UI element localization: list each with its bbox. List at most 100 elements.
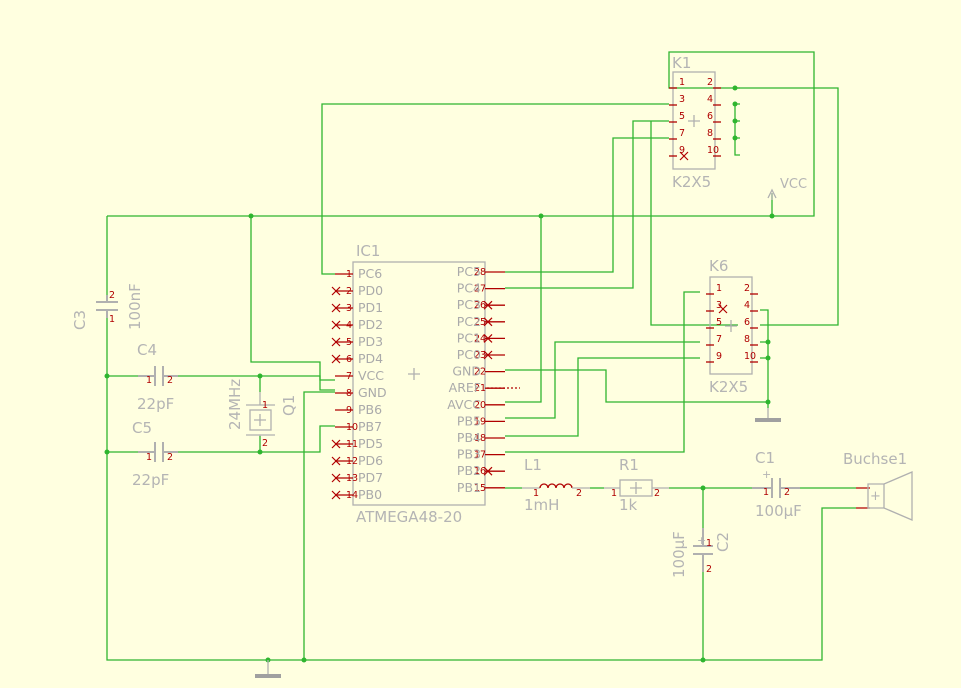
ic1-pin-name: PB0 [358, 487, 382, 502]
r1-name: R1 [619, 456, 639, 474]
q1-body [249, 409, 272, 431]
ic1-pin-name: GND [452, 364, 481, 379]
connector-pin-number: 6 [744, 317, 750, 328]
no-connect-mark [331, 456, 341, 466]
capacitor-c2: + 1 2 100µF C2 [670, 528, 732, 578]
no-connect-mark [331, 473, 341, 483]
resistor-r1: 1 2 R1 1k [604, 456, 669, 514]
c2-name: C2 [714, 532, 732, 552]
capacitor-c1: + 1 2 C1 100µF [752, 449, 802, 520]
junction-dot [765, 355, 771, 361]
c3-pin1: 1 [109, 314, 115, 325]
junction-dot [700, 657, 706, 663]
c5-pin2: 2 [167, 452, 173, 463]
ic1-pin-number: 20 [474, 400, 486, 411]
c1-plates [752, 478, 800, 498]
c3-name: C3 [71, 310, 89, 330]
k6-body [709, 276, 753, 375]
ic1-pin-number: 5 [346, 337, 352, 348]
ic1-pin-number: 18 [474, 433, 486, 444]
no-connect-mark [331, 490, 341, 500]
junction-dot [248, 213, 254, 219]
q1-plates [246, 392, 275, 436]
junction-dot [700, 485, 706, 491]
ic1-pin-number: 21 [474, 383, 486, 394]
ic1-pin-number: 9 [346, 405, 352, 416]
vcc-label: VCC [780, 177, 807, 192]
ic1-right-pins: 28PC527PC426PC325PC224PC123PC022GND21ARE… [447, 264, 505, 495]
no-connect-mark [331, 439, 341, 449]
connector-pin-number: 1 [716, 283, 722, 294]
ic1-pin-name: PB5 [457, 413, 481, 428]
wire-ic-gnd22 [505, 369, 768, 403]
no-connect-mark [483, 300, 493, 310]
ic1-origin-cross [408, 368, 420, 380]
ic1-pin-name: AVCC [447, 397, 481, 412]
capacitor-c5: 1 2 C5 22pF [132, 419, 178, 489]
ic1-pin-name: PB6 [358, 402, 382, 417]
vcc-supply: VCC [767, 177, 807, 200]
ic1-pin-number: 7 [346, 371, 352, 382]
wire-k6-gnd [760, 309, 769, 408]
connector-pin-number: 8 [744, 334, 750, 345]
ic1-body [352, 261, 486, 506]
junction-dot [732, 85, 738, 91]
vcc-arrow [767, 188, 777, 200]
c3-value: 100nF [126, 283, 144, 330]
ic1-pin-name: PC1 [457, 330, 481, 345]
no-connect-mark [331, 337, 341, 347]
wire-k1-right [734, 103, 740, 156]
wire-vcc-pin7 [250, 216, 335, 381]
c5-value: 22pF [132, 471, 169, 489]
q1-pin1: 1 [262, 400, 268, 411]
ic1-pin-name: PB1 [457, 480, 481, 495]
l1-value: 1mH [524, 496, 559, 514]
ic1-pin-name: PD5 [358, 436, 383, 451]
connector-pin-number: 5 [679, 111, 685, 122]
ic1-pin-number: 4 [346, 320, 352, 331]
c1-polarity: + [762, 468, 771, 481]
buchse1-body [867, 471, 913, 521]
ic1-pin-name: PC3 [457, 297, 481, 312]
ic1-pin-number: 11 [346, 439, 358, 450]
c5-plates [138, 442, 178, 462]
c4-pin1: 1 [146, 375, 152, 386]
junction-dot [257, 373, 263, 379]
c1-pin2: 2 [784, 487, 790, 498]
junction-dot [769, 213, 775, 219]
c4-name: C4 [137, 341, 157, 359]
connector-pin-number: 9 [679, 145, 685, 156]
q1-pin2: 2 [262, 438, 268, 449]
connector-pin-number: 9 [716, 351, 722, 362]
ic1-pin-number: 16 [474, 466, 486, 477]
ic1-pin-name: PB7 [358, 419, 382, 434]
junction-dot [732, 101, 738, 107]
no-connect-mark [331, 286, 341, 296]
buchse1-name: Buchse1 [843, 450, 907, 468]
ic1-pin-name: PC2 [457, 314, 481, 329]
k1-body [672, 71, 716, 170]
ic1-pin-name: PD0 [358, 283, 383, 298]
c4-value: 22pF [137, 395, 174, 413]
capacitor-c3: 2 1 C3 100nF [71, 283, 144, 330]
wire-k1-k6 [650, 121, 738, 326]
ic1-pin-number: 23 [474, 350, 486, 361]
ic1-pin-number: 27 [474, 284, 486, 295]
ic1-pin-number: 24 [474, 333, 486, 344]
ic1-pin-name: VCC [358, 368, 384, 383]
c1-name: C1 [755, 449, 775, 467]
ic1-pin-name: PD3 [358, 334, 383, 349]
junction-dot [732, 135, 738, 141]
l1-pin2: 2 [576, 488, 582, 499]
wire-pc5-k1 [505, 137, 669, 273]
c4-pin2: 2 [167, 375, 173, 386]
no-connect-mark [331, 320, 341, 330]
r1-value: 1k [619, 496, 638, 514]
connector-pin-number: 10 [707, 145, 719, 156]
ic1-pin-number: 14 [346, 490, 358, 501]
connector-pin-number: 7 [716, 334, 722, 345]
c4-plates [138, 366, 178, 386]
